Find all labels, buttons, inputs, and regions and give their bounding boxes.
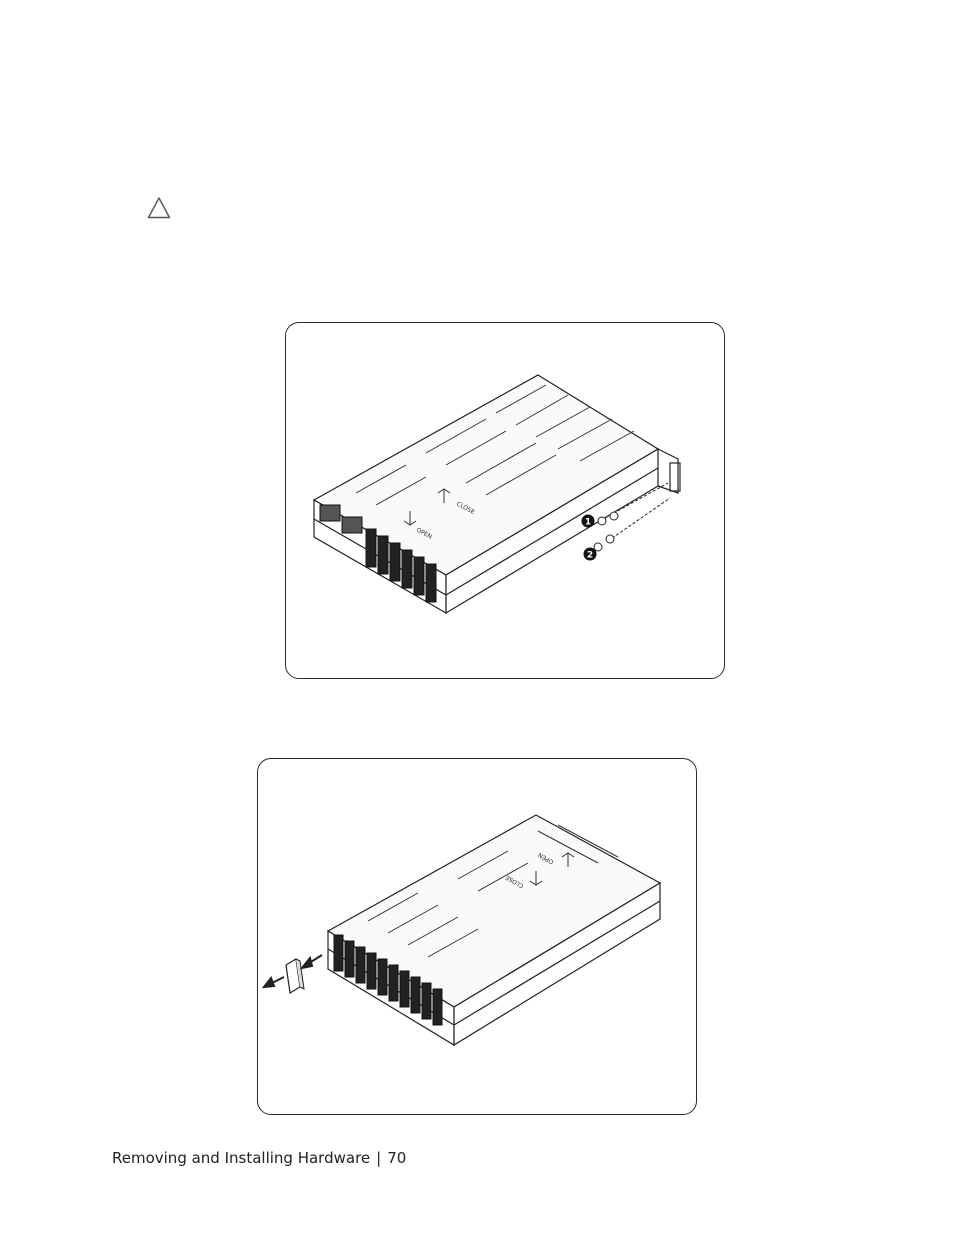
footer-section-title: Removing and Installing Hardware xyxy=(112,1149,371,1167)
server-chassis-illustration-1: CLOSE OPEN 1 2 xyxy=(312,374,681,615)
figure-2-frame: OPEN CLOSE xyxy=(257,758,697,1115)
callout-1: 1 xyxy=(581,514,595,528)
top-cover-slots xyxy=(367,824,619,958)
footer-separator: | xyxy=(376,1149,382,1167)
rail-screws xyxy=(593,482,671,552)
top-cover-slots xyxy=(355,384,635,506)
callout-2: 2 xyxy=(583,547,597,561)
front-bays xyxy=(319,504,437,603)
removed-module xyxy=(285,958,305,994)
removal-arrow-icon xyxy=(261,954,323,989)
page-footer: Removing and Installing Hardware | 70 xyxy=(112,1149,406,1167)
page-number: 70 xyxy=(387,1149,407,1167)
figure-1-frame: CLOSE OPEN 1 2 xyxy=(285,322,725,679)
rail-bracket xyxy=(657,448,681,494)
caution-triangle-icon xyxy=(147,197,171,219)
server-chassis-illustration-2: OPEN CLOSE xyxy=(261,814,662,1047)
svg-text:1: 1 xyxy=(585,518,591,528)
svg-text:2: 2 xyxy=(587,551,593,561)
front-modules xyxy=(333,934,443,1026)
